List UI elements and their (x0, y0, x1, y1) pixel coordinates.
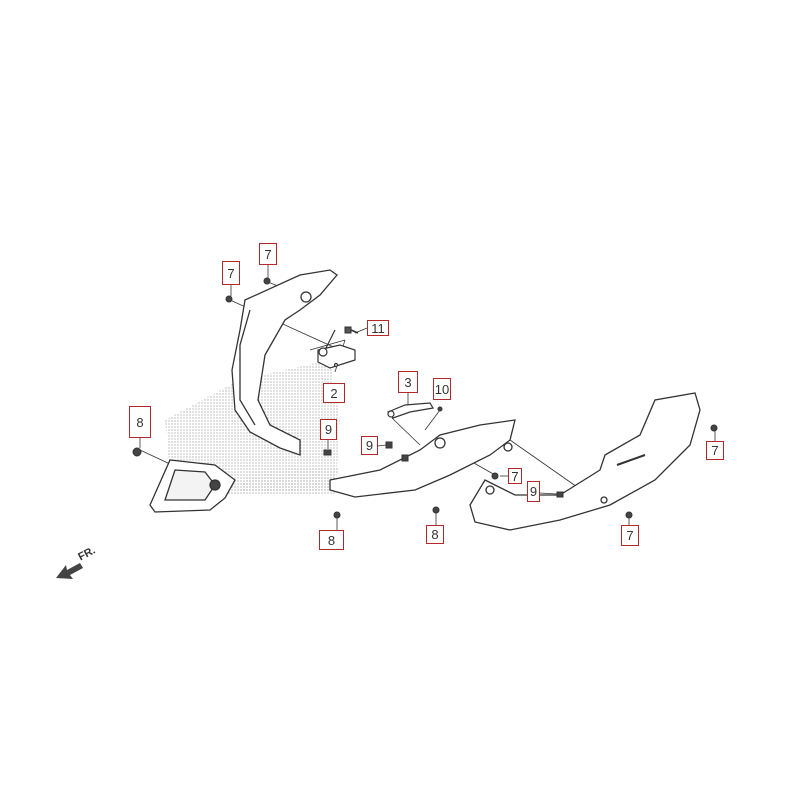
screw-7a (263, 277, 271, 285)
callout-label: 9 (320, 419, 337, 440)
clip-9a (323, 449, 332, 456)
callout-label: 8 (426, 525, 444, 544)
callout-label: 2 (323, 383, 345, 403)
screw-7e (625, 511, 633, 519)
callout-label: 9 (361, 436, 378, 455)
callout-label: 8 (129, 406, 151, 438)
callout-label: 10 (433, 378, 451, 400)
arrow-front-icon (56, 563, 83, 579)
bolt-11 (344, 326, 359, 334)
fasteners (132, 277, 718, 519)
callout-label: 7 (508, 468, 522, 484)
screw-7b (225, 295, 233, 303)
screw-8c (432, 506, 440, 514)
clip-9b (385, 441, 393, 449)
bracket-part (317, 329, 356, 369)
callout-leaders (139, 265, 716, 530)
center-side-cover-part (329, 419, 516, 498)
stay-part (387, 402, 434, 419)
screw-7d (710, 424, 718, 432)
callout-label: 9 (527, 481, 540, 502)
callout-label: 7 (706, 441, 724, 460)
front-cowl-part (231, 269, 338, 456)
screw-10 (437, 406, 443, 412)
callout-label: 7 (259, 243, 277, 265)
right-long-cover-part (469, 392, 701, 531)
screw-7c (491, 472, 499, 480)
clip-9d (556, 491, 564, 498)
callout-label: 7 (621, 525, 639, 546)
callout-label: 8 (319, 530, 344, 550)
lower-left-trim-part (149, 459, 236, 513)
callout-label: 11 (367, 320, 389, 336)
clip-9c (401, 454, 409, 462)
callout-label: 7 (222, 261, 240, 285)
callout-label: 3 (398, 371, 418, 393)
nut-8a (132, 447, 142, 457)
screw-8b (333, 511, 341, 519)
